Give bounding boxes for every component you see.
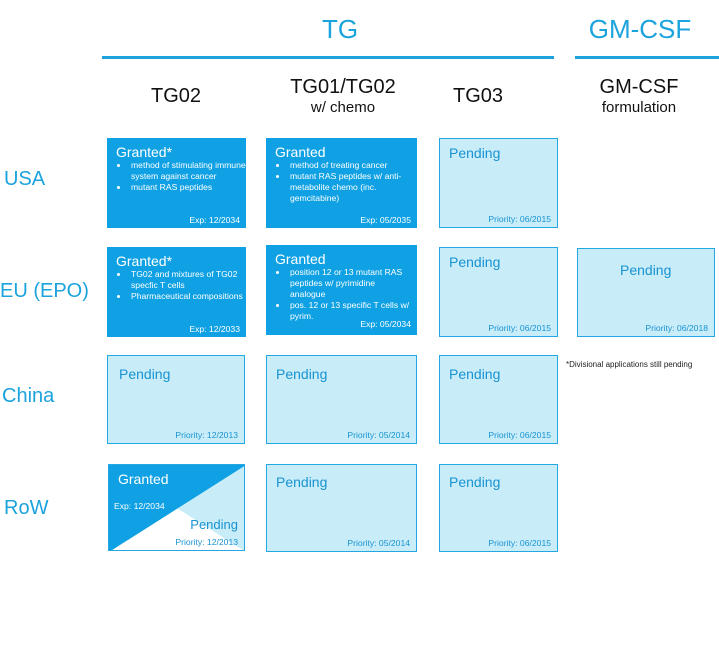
date-label: Exp: 12/2034 xyxy=(189,215,240,225)
status-label: Pending xyxy=(620,262,672,278)
date-label: Priority: 06/2015 xyxy=(488,538,551,548)
claims-list: method of treating cancer mutant RAS pep… xyxy=(274,160,417,204)
row-label-row: RoW xyxy=(4,497,49,519)
column-header-tg02: TG02 xyxy=(107,85,245,108)
claims-list: method of stimulating immune system agai… xyxy=(115,160,246,193)
cell-china-tg02: Pending Priority: 12/2013 xyxy=(107,355,245,444)
claims-list: position 12 or 13 mutant RAS peptides w/… xyxy=(274,267,412,322)
status-label: Pending xyxy=(276,366,328,382)
status-label: Granted* xyxy=(116,144,173,160)
column-header-gmcsf-formulation: GM-CSF formulation xyxy=(574,76,704,116)
cell-row-tg03: Pending Priority: 06/2015 xyxy=(439,464,558,552)
date-label: Priority: 12/2013 xyxy=(175,430,238,440)
column-header-main: TG03 xyxy=(452,85,504,107)
claims-list: TG02 and mixtures of TG02 specfic T cell… xyxy=(115,269,246,302)
status-label-granted: Granted xyxy=(118,471,169,487)
claim-item: method of treating cancer xyxy=(288,160,417,171)
claim-item: pos. 12 or 13 specific T cells w/ pyrim. xyxy=(288,300,412,322)
group-rule-tg xyxy=(102,56,554,59)
expiry-label: Exp: 12/2034 xyxy=(114,501,165,511)
date-label: Priority: 05/2014 xyxy=(347,430,410,440)
group-title-gmcsf: GM-CSF xyxy=(588,14,692,44)
claim-item: mutant RAS peptides w/ anti-metabolite c… xyxy=(288,171,417,204)
status-label-pending: Pending xyxy=(190,517,238,532)
row-label-china: China xyxy=(2,385,55,407)
status-label: Pending xyxy=(119,366,171,382)
date-label: Priority: 06/2015 xyxy=(488,214,551,224)
status-label: Pending xyxy=(449,254,501,270)
cell-usa-tg02: Granted* method of stimulating immune sy… xyxy=(107,138,246,228)
claim-item: position 12 or 13 mutant RAS peptides w/… xyxy=(288,267,412,300)
footnote: *Divisional applications still pending xyxy=(566,360,693,369)
cell-china-tg01-tg02: Pending Priority: 05/2014 xyxy=(266,355,417,444)
cell-row-tg01-tg02: Pending Priority: 05/2014 xyxy=(266,464,417,552)
group-rule-gmcsf xyxy=(575,56,719,59)
date-label: Priority: 06/2018 xyxy=(645,323,708,333)
status-label: Granted xyxy=(275,251,326,267)
split-background xyxy=(109,465,244,550)
column-header-sub: formulation xyxy=(601,99,677,116)
date-label: Priority: 06/2015 xyxy=(488,430,551,440)
date-label: Priority: 06/2015 xyxy=(488,323,551,333)
claim-item: mutant RAS peptides xyxy=(129,182,246,193)
date-label: Exp: 05/2034 xyxy=(360,319,411,329)
date-label: Exp: 05/2035 xyxy=(360,215,411,225)
cell-eu-tg01-tg02: Granted position 12 or 13 mutant RAS pep… xyxy=(266,245,417,335)
row-label-eu: EU (EPO) xyxy=(0,280,89,302)
column-header-tg03: TG03 xyxy=(438,85,518,108)
column-header-main: TG01/TG02 xyxy=(290,76,396,98)
claim-item: method of stimulating immune system agai… xyxy=(129,160,246,182)
status-label: Granted xyxy=(275,144,326,160)
column-header-tg01-tg02: TG01/TG02 w/ chemo xyxy=(258,76,428,116)
status-label: Granted* xyxy=(116,253,173,269)
row-label-usa: USA xyxy=(4,168,46,190)
status-label: Pending xyxy=(276,474,328,490)
status-label: Pending xyxy=(449,145,501,161)
cell-eu-gmcsf: Pending Priority: 06/2018 xyxy=(577,248,715,337)
cell-usa-tg01-tg02: Granted method of treating cancer mutant… xyxy=(266,138,417,228)
column-header-sub: w/ chemo xyxy=(310,99,376,116)
cell-row-tg02: Granted Exp: 12/2034 Pending Priority: 1… xyxy=(108,464,245,551)
date-label: Priority: 12/2013 xyxy=(175,537,238,547)
group-title-tg: TG xyxy=(321,14,359,44)
status-label: Pending xyxy=(449,474,501,490)
cell-usa-tg03: Pending Priority: 06/2015 xyxy=(439,138,558,228)
column-header-main: TG02 xyxy=(150,85,202,107)
cell-eu-tg03: Pending Priority: 06/2015 xyxy=(439,247,558,337)
claim-item: Pharmaceutical compositions xyxy=(129,291,246,302)
column-header-main: GM-CSF xyxy=(599,76,679,98)
status-label: Pending xyxy=(449,366,501,382)
claim-item: TG02 and mixtures of TG02 specfic T cell… xyxy=(129,269,246,291)
date-label: Priority: 05/2014 xyxy=(347,538,410,548)
cell-china-tg03: Pending Priority: 06/2015 xyxy=(439,355,558,444)
cell-eu-tg02: Granted* TG02 and mixtures of TG02 specf… xyxy=(107,247,246,337)
date-label: Exp: 12/2033 xyxy=(189,324,240,334)
